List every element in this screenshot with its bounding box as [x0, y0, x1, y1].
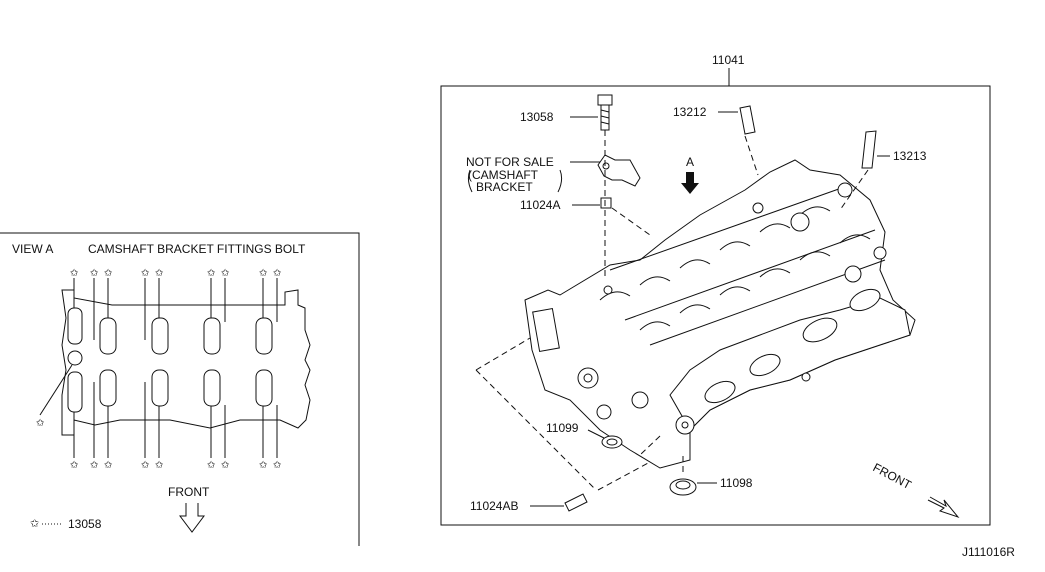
- svg-text:✩: ✩: [221, 268, 230, 279]
- callout-dowel-right: 13213: [893, 149, 927, 163]
- svg-text:✩: ✩: [90, 460, 99, 471]
- svg-text:✩: ✩: [207, 268, 216, 279]
- assembly-lines: [475, 130, 869, 491]
- svg-text:✩: ✩: [273, 268, 282, 279]
- bolt-markers-top: ✩ ✩ ✩ ✩ ✩ ✩ ✩ ✩ ✩: [70, 268, 282, 279]
- svg-text:✩: ✩: [141, 268, 150, 279]
- camshaft-bracket: [597, 154, 641, 187]
- legend-star-icon: ✩: [30, 518, 39, 530]
- callout-pin: 11024AB: [470, 499, 519, 513]
- front-arrow-icon: [927, 496, 960, 519]
- view-a-front-label: FRONT: [168, 485, 210, 499]
- valve-seal: [601, 435, 623, 449]
- view-a-title: VIEW A: [12, 242, 53, 256]
- view-a-frame: [0, 232, 360, 546]
- cylinder-head: [524, 159, 916, 469]
- view-arrow-label: A: [686, 155, 694, 169]
- svg-text:✩: ✩: [207, 460, 216, 471]
- frame-part-number: 11041: [712, 53, 745, 67]
- svg-text:✩: ✩: [141, 460, 150, 471]
- svg-text:✩: ✩: [273, 460, 282, 471]
- svg-text:✩: ✩: [36, 418, 45, 429]
- svg-text:✩: ✩: [221, 460, 230, 471]
- callout-seal: 11099: [546, 421, 579, 435]
- front-end-detail: [532, 182, 887, 435]
- camshaft-bracket-pads: [67, 307, 273, 413]
- callout-plug: 11098: [720, 476, 753, 490]
- svg-text:✩: ✩: [104, 460, 113, 471]
- callout-bolt: 13058: [520, 110, 554, 124]
- callout-bracket-line1: (CAMSHAFT: [468, 168, 539, 182]
- svg-text:✩: ✩: [155, 460, 164, 471]
- callout-not-for-sale: NOT FOR SALE: [466, 155, 554, 169]
- locating-pin: [564, 493, 588, 512]
- diagram-id: J111016R: [962, 545, 1015, 559]
- bracket-bolt: [597, 94, 613, 131]
- svg-text:✩: ✩: [155, 268, 164, 279]
- svg-text:✩: ✩: [70, 460, 79, 471]
- main-frame: [440, 85, 991, 526]
- washer: [600, 197, 612, 209]
- legend-part-number: 13058: [68, 517, 102, 531]
- bolt-markers-bottom: ✩ ✩ ✩ ✩ ✩ ✩ ✩ ✩ ✩ ✩: [36, 418, 282, 471]
- view-arrow-down-icon: [681, 172, 699, 194]
- callout-bracket-line2: BRACKET: [476, 180, 533, 194]
- view-a-panel: VIEW A CAMSHAFT BRACKET FITTINGS BOLT ✩✩…: [0, 232, 360, 546]
- callout-dowel-top: 13212: [673, 105, 707, 119]
- dowel-right: [861, 130, 877, 169]
- dowel-top: [739, 105, 756, 135]
- svg-text:✩: ✩: [259, 268, 268, 279]
- exhaust-ports: [704, 288, 881, 404]
- view-a-description: CAMSHAFT BRACKET FITTINGS BOLT: [88, 242, 306, 256]
- svg-text:✩: ✩: [90, 268, 99, 279]
- main-panel: 11041 A: [440, 53, 991, 526]
- front-arrow-down-icon: [179, 503, 205, 533]
- head-top-view-outline: [61, 289, 311, 436]
- svg-text:✩: ✩: [259, 460, 268, 471]
- cam-saddles: [599, 184, 886, 346]
- svg-text:✩: ✩: [70, 268, 79, 279]
- svg-text:✩: ✩: [104, 268, 113, 279]
- callout-washer: 11024A: [520, 198, 560, 212]
- main-front-label: FRONT: [871, 460, 915, 492]
